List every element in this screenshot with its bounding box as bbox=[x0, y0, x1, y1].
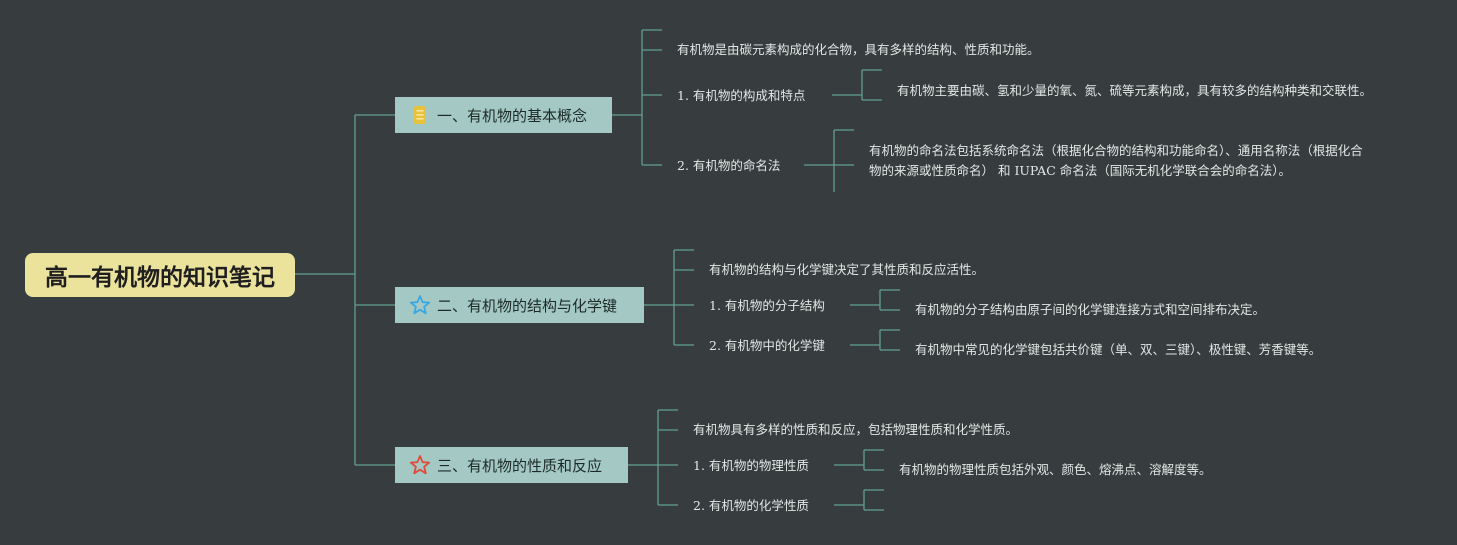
root-topic[interactable]: 高一有机物的知识笔记 bbox=[25, 253, 295, 297]
medal-icon bbox=[414, 106, 426, 124]
connector-branch-3 bbox=[628, 409, 678, 506]
branch-label: 二、有机物的结构与化学键 bbox=[437, 296, 618, 315]
connector-sub-3-2 bbox=[834, 489, 884, 511]
branch-label: 三、有机物的性质和反应 bbox=[437, 456, 603, 475]
summary-text: 有机物是由碳元素构成的化合物，具有多样的结构、性质和功能。 bbox=[677, 42, 1040, 57]
connector-sub-2-1 bbox=[850, 289, 900, 311]
connector-sub-1-2 bbox=[804, 129, 854, 192]
star-outline-icon bbox=[409, 455, 431, 475]
branch-basic-concepts[interactable]: 一、有机物的基本概念 bbox=[395, 97, 612, 133]
star-outline-icon bbox=[409, 295, 431, 315]
subtopic-label[interactable]: 1. 有机物的构成和特点 bbox=[677, 88, 806, 103]
connector-root bbox=[295, 114, 395, 466]
subtopic-label[interactable]: 1. 有机物的物理性质 bbox=[693, 458, 809, 473]
subtopic-label[interactable]: 2. 有机物中的化学键 bbox=[709, 338, 825, 353]
branch-properties-reactions[interactable]: 三、有机物的性质和反应 bbox=[395, 447, 628, 483]
root-title: 高一有机物的知识笔记 bbox=[45, 265, 275, 291]
subtopic-label[interactable]: 1. 有机物的分子结构 bbox=[709, 298, 825, 313]
subtopic-label[interactable]: 2. 有机物的化学性质 bbox=[693, 498, 809, 513]
connector-branch-2 bbox=[644, 249, 694, 346]
subtopic-label[interactable]: 2. 有机物的命名法 bbox=[677, 158, 781, 173]
connector-branch-1 bbox=[612, 29, 662, 166]
detail-text: 有机物中常见的化学键包括共价键（单、双、三键）、极性键、芳香键等。 bbox=[915, 342, 1322, 357]
connector-sub-1-1 bbox=[832, 69, 882, 101]
detail-text: 有机物的分子结构由原子间的化学键连接方式和空间排布决定。 bbox=[915, 302, 1266, 317]
branch-label: 一、有机物的基本概念 bbox=[437, 106, 588, 125]
summary-text: 有机物具有多样的性质和反应，包括物理性质和化学性质。 bbox=[693, 422, 1019, 437]
detail-text: 有机物的命名法包括系统命名法（根据化合物的结构和功能命名）、通用名称法（根据化合… bbox=[869, 143, 1363, 178]
detail-text: 有机物主要由碳、氢和少量的氧、氮、硫等元素构成，具有较多的结构种类和交联性。 bbox=[897, 83, 1373, 98]
connector-sub-3-1 bbox=[834, 449, 884, 471]
detail-text: 有机物的物理性质包括外观、颜色、熔沸点、溶解度等。 bbox=[899, 462, 1212, 477]
summary-text: 有机物的结构与化学键决定了其性质和反应活性。 bbox=[709, 262, 985, 277]
branch-structure-bonds[interactable]: 二、有机物的结构与化学键 bbox=[395, 287, 644, 323]
connector-sub-2-2 bbox=[850, 329, 900, 351]
